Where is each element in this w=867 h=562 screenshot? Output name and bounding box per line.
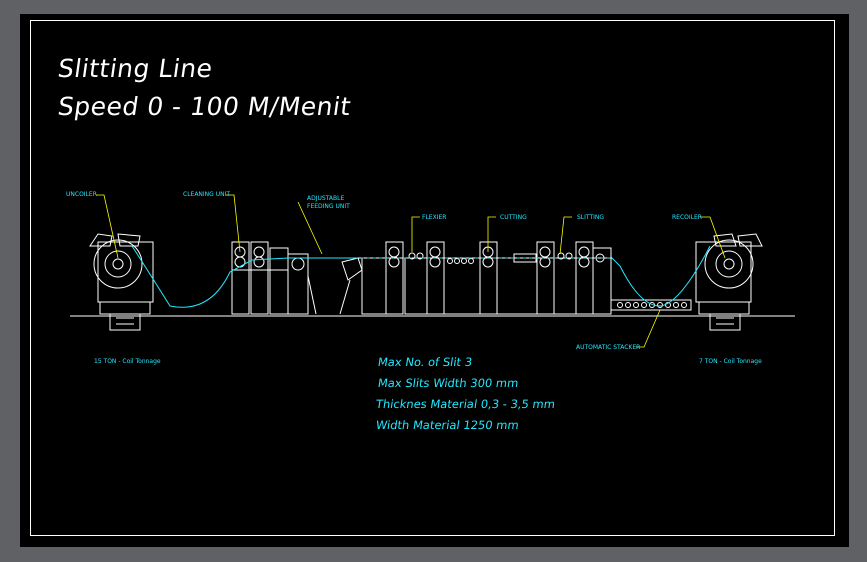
label-cutting: CUTTING [500, 214, 527, 221]
recoiler-machine [695, 233, 763, 331]
label-uncoiler: UNCOILER [66, 191, 97, 198]
label-automatic-stacker: AUTOMATIC STACKER [576, 344, 641, 351]
spec-width-material: Width Material 1250 mm [375, 418, 520, 432]
label-cleaning-unit: CLEANING UNIT [183, 191, 231, 198]
uncoiler-machine [89, 233, 154, 331]
cutting-machine [479, 241, 538, 315]
label-adjustable: ADJUSTABLE [307, 195, 345, 202]
slitting-line-diagram [70, 194, 795, 348]
spec-max-slit-width: Max Slits Width 300 mm [377, 376, 520, 390]
spec-thickness: Thicknes Material 0,3 - 3,5 mm [375, 397, 556, 411]
label-slitting: SLITTING [577, 214, 605, 221]
material-strip [131, 245, 711, 308]
cleaning-unit-machine [231, 241, 289, 315]
leader-lines [96, 194, 726, 348]
label-right-tonnage: 7 TON - Coil Tonnage [699, 358, 762, 365]
label-feeding-unit: FEEDING UNIT [307, 203, 350, 210]
slitting-machine [536, 241, 612, 315]
spec-max-slit: Max No. of Slit 3 [377, 355, 474, 369]
flexier-machine [385, 241, 481, 315]
drawing-viewport: Slitting Line Speed 0 - 100 M/Menit [20, 14, 849, 547]
label-left-tonnage: 15 TON - Coil Tonnage [94, 358, 161, 365]
label-recoiler: RECOILER [672, 214, 702, 221]
label-flexier: FLEXIER [422, 214, 447, 221]
automatic-stacker-machine [610, 299, 692, 311]
feeding-unit-machine [287, 253, 387, 315]
drawing-border [30, 20, 835, 536]
